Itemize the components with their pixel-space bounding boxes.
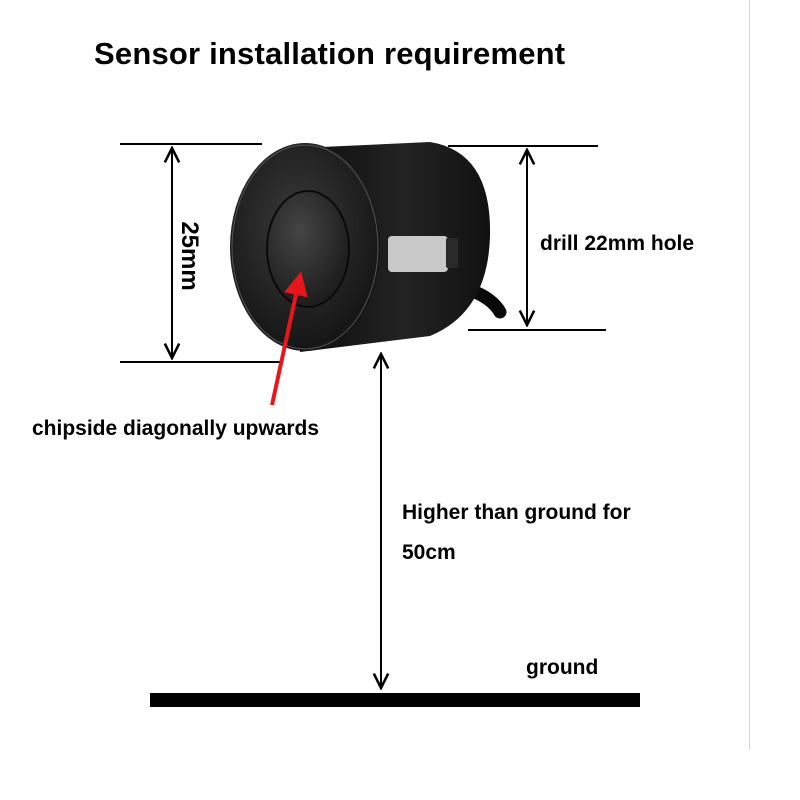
- right-edge-divider: [749, 0, 750, 750]
- height-label: Higher than ground for 50cm: [402, 493, 631, 573]
- page-title: Sensor installation requirement: [94, 36, 566, 71]
- parking-sensor-image: [230, 142, 507, 352]
- diameter-dimension: [120, 143, 282, 363]
- chipside-pointer-arrow: [270, 271, 308, 406]
- chipside-label: chipside diagonally upwards: [32, 417, 320, 440]
- height-label-line1: Higher than ground for: [402, 501, 631, 524]
- diameter-label: 25mm: [176, 221, 203, 291]
- sensor-chip-face: [266, 190, 350, 308]
- drill-label: drill 22mm hole: [540, 232, 695, 255]
- drill-dimension: [448, 145, 606, 331]
- height-label-line2: 50cm: [402, 541, 456, 564]
- ground-label: ground: [526, 656, 599, 679]
- sensor-clip: [388, 236, 448, 272]
- ground-bar: [150, 693, 640, 707]
